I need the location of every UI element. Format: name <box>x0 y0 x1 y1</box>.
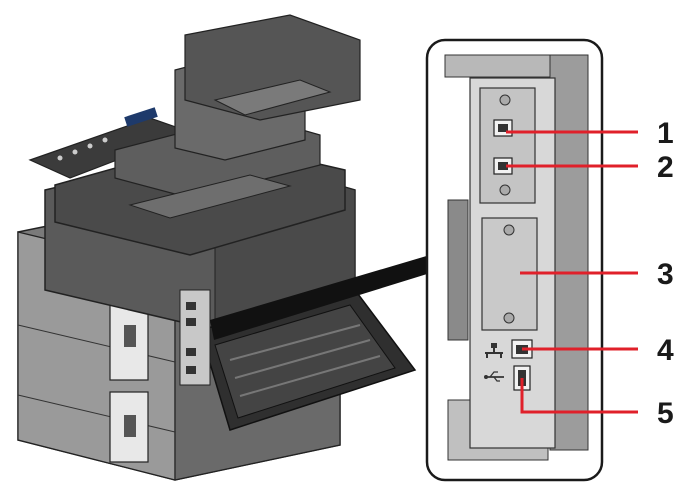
callout-label-3: 3 <box>657 258 674 291</box>
network-icon <box>485 343 503 358</box>
callout-lines <box>506 130 638 414</box>
zoom-indicator-wedge <box>210 252 440 340</box>
callout-label-2: 2 <box>657 151 674 184</box>
printer-illustration <box>17 14 417 481</box>
callout-numbers: 1 2 3 4 5 <box>657 117 674 430</box>
network-interface-plate <box>479 87 536 204</box>
callout-label-1: 1 <box>657 117 674 150</box>
usb-icon <box>484 371 504 382</box>
callout-line-5 <box>520 378 638 414</box>
callout-label-5: 5 <box>657 397 674 430</box>
callout-label-4: 4 <box>657 334 674 367</box>
connector-inset <box>425 38 604 482</box>
